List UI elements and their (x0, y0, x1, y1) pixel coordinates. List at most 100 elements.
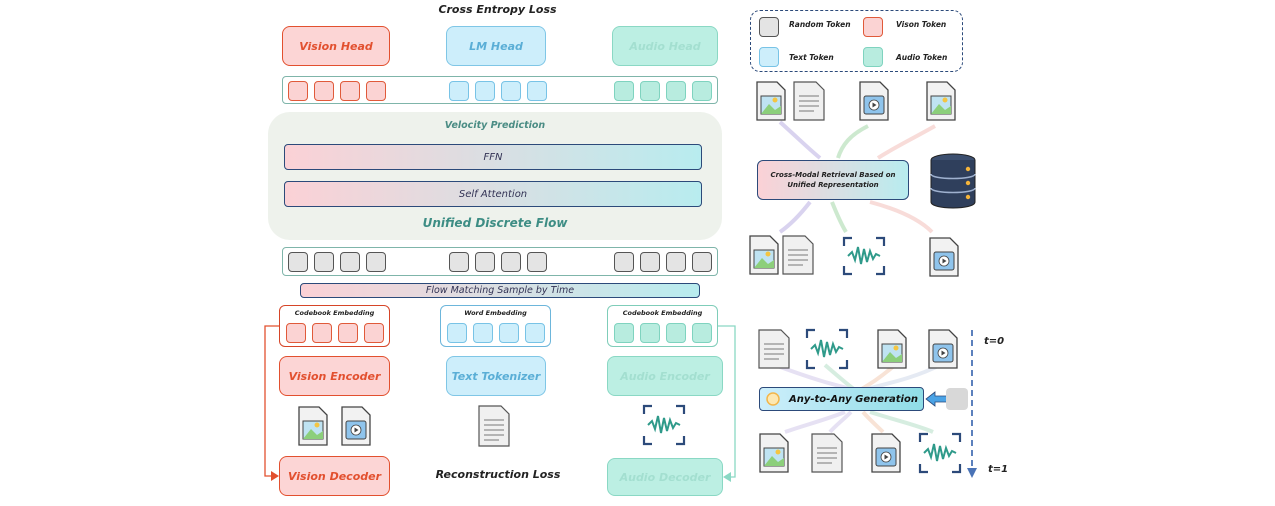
audio-token (640, 81, 660, 101)
audio-token-swatch (863, 47, 883, 67)
text-document-icon (478, 405, 510, 447)
random-token (288, 252, 308, 272)
audio-token (614, 81, 634, 101)
any-to-any-generation-box: Any-to-Any Generation (759, 387, 924, 411)
video-file-icon (929, 237, 959, 277)
image-file-icon (749, 235, 779, 275)
audio-token (614, 323, 634, 343)
audio-token (666, 323, 686, 343)
audio-waveform-icon (918, 432, 962, 474)
output-token-strip (282, 76, 718, 104)
image-file-icon (759, 433, 789, 473)
time-start-label: t=0 (984, 336, 1005, 347)
legend-random: Random Token (789, 20, 851, 29)
vision-token (288, 81, 308, 101)
audio-head: Audio Head (612, 26, 718, 66)
velocity-prediction-label: Velocity Prediction (444, 120, 546, 131)
word-embedding-label: Word Embedding (464, 309, 527, 317)
codebook-embedding-vision: Codebook Embedding (279, 305, 390, 347)
unified-discrete-flow-block (268, 112, 722, 240)
text-token (449, 81, 469, 101)
word-embedding: Word Embedding (440, 305, 551, 347)
legend-audio: Audio Token (896, 53, 948, 62)
sun-icon (766, 392, 780, 406)
text-document-icon (782, 235, 814, 275)
random-token (692, 252, 712, 272)
unified-discrete-flow-title: Unified Discrete Flow (422, 216, 568, 230)
text-token (475, 81, 495, 101)
text-document-icon (811, 433, 843, 473)
reconstruction-loss-label: Reconstruction Loss (435, 468, 561, 481)
vision-token (340, 81, 360, 101)
random-token-input (946, 388, 968, 410)
retrieval-panel-graphics (778, 120, 936, 234)
text-token-swatch (759, 47, 779, 67)
vision-decoder: Vision Decoder (279, 456, 390, 496)
cross-modal-retrieval-box: Cross-Modal Retrieval Based on Unified R… (757, 160, 909, 200)
random-token (340, 252, 360, 272)
audio-decoder: Audio Decoder (607, 458, 723, 496)
image-file-icon (877, 329, 907, 369)
codebook-embedding-label: Codebook Embedding (622, 309, 703, 317)
vision-token (312, 323, 332, 343)
codebook-embedding-audio: Codebook Embedding (607, 305, 718, 347)
random-token (366, 252, 386, 272)
audio-waveform-icon (842, 236, 886, 276)
video-file-icon (341, 406, 371, 446)
vision-token (314, 81, 334, 101)
vision-token (286, 323, 306, 343)
random-token (666, 252, 686, 272)
audio-encoder: Audio Encoder (607, 356, 723, 396)
text-token (447, 323, 467, 343)
audio-waveform-icon (805, 328, 849, 370)
left-arrow-icon (925, 391, 947, 407)
vision-token (366, 81, 386, 101)
text-document-icon (758, 329, 790, 369)
audio-token (692, 81, 712, 101)
image-file-icon (298, 406, 328, 446)
text-token (501, 81, 521, 101)
image-file-icon (756, 81, 786, 121)
text-tokenizer: Text Tokenizer (446, 356, 546, 396)
retrieval-line1: Cross-Modal Retrieval Based on (770, 171, 896, 179)
legend-text: Text Token (789, 53, 834, 62)
random-token-swatch (759, 17, 779, 37)
ffn-layer: FFN (284, 144, 702, 170)
audio-waveform-icon (642, 404, 686, 446)
random-token (527, 252, 547, 272)
vision-token-swatch (863, 17, 883, 37)
random-token (449, 252, 469, 272)
audio-token (640, 323, 660, 343)
text-token (499, 323, 519, 343)
audio-token (666, 81, 686, 101)
vision-encoder: Vision Encoder (279, 356, 390, 396)
random-token (501, 252, 521, 272)
codebook-embedding-label: Codebook Embedding (294, 309, 375, 317)
random-token (314, 252, 334, 272)
text-document-icon (793, 81, 825, 121)
lm-head: LM Head (446, 26, 546, 66)
vision-token (364, 323, 384, 343)
text-token (473, 323, 493, 343)
video-file-icon (928, 329, 958, 369)
video-file-icon (871, 433, 901, 473)
database-icon (930, 153, 976, 209)
time-end-label: t=1 (988, 464, 1009, 475)
video-file-icon (859, 81, 889, 121)
retrieval-line2: Unified Representation (787, 181, 879, 189)
text-token (525, 323, 545, 343)
legend: Random Token Vison Token Text Token Audi… (750, 10, 963, 72)
vision-token (338, 323, 358, 343)
random-token (640, 252, 660, 272)
vision-head: Vision Head (282, 26, 390, 66)
cross-entropy-loss-label: Cross Entropy Loss (438, 3, 557, 16)
legend-vision: Vison Token (896, 20, 947, 29)
random-token (475, 252, 495, 272)
self-attention-layer: Self Attention (284, 181, 702, 207)
audio-token (692, 323, 712, 343)
time-axis-arrow (967, 330, 977, 478)
any-to-any-generation-label: Any-to-Any Generation (789, 393, 918, 405)
image-file-icon (926, 81, 956, 121)
flow-matching-sample-bar: Flow Matching Sample by Time (300, 283, 700, 298)
